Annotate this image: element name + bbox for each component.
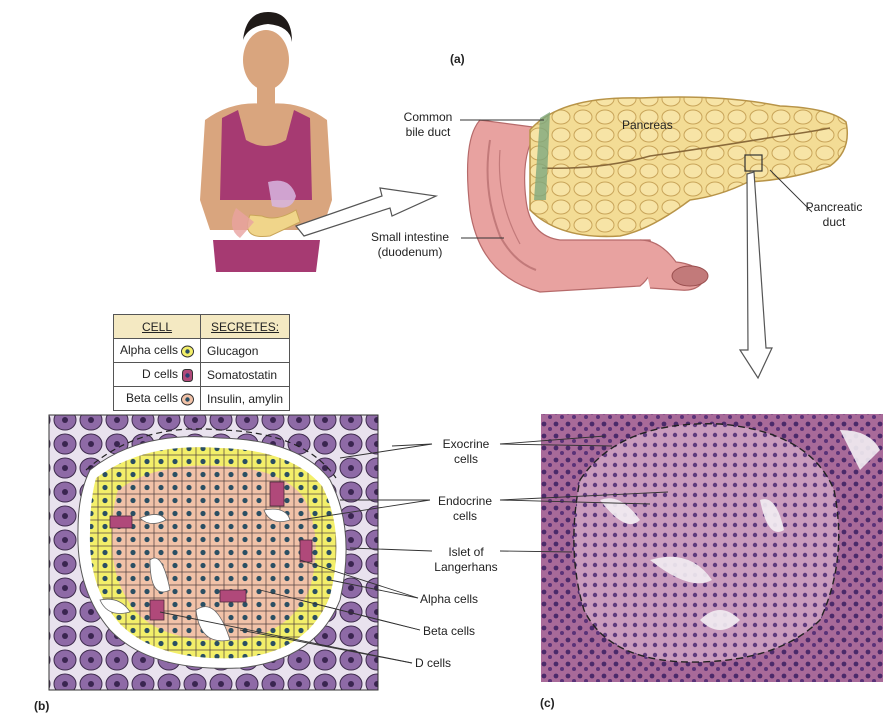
- islet-illustration: [49, 415, 378, 690]
- micrograph: [541, 414, 883, 682]
- label-alpha-cells: Alpha cells: [420, 592, 478, 607]
- cell-secretion-table: CELL SECRETES: Alpha cells Glucagon D ce…: [113, 314, 290, 411]
- label-pancreas: Pancreas: [622, 118, 673, 133]
- panel-label-a: (a): [450, 52, 465, 66]
- beta-cell-icon: [181, 393, 194, 406]
- table-row: Beta cells Insulin, amylin: [114, 387, 290, 411]
- label-endocrine-cells: Endocrinecells: [430, 494, 500, 524]
- label-common-bile-duct: Commonbile duct: [396, 110, 460, 140]
- table-cell-name: D cells: [142, 367, 178, 381]
- table-row: Alpha cells Glucagon: [114, 339, 290, 363]
- label-islet-of-langerhans: Islet ofLangerhans: [430, 545, 502, 575]
- table-cell-secretes: Insulin, amylin: [201, 387, 290, 411]
- panel-label-b: (b): [34, 699, 49, 713]
- label-beta-cells: Beta cells: [423, 624, 475, 639]
- panel-label-c: (c): [540, 696, 555, 710]
- table-cell-name: Beta cells: [126, 391, 178, 405]
- alpha-cell-icon: [181, 345, 194, 358]
- table-header-cell: CELL: [114, 315, 201, 339]
- label-small-intestine: Small intestine(duodenum): [360, 230, 460, 260]
- table-cell-secretes: Glucagon: [201, 339, 290, 363]
- zoom-arrow: [740, 172, 772, 378]
- table-cell-name: Alpha cells: [120, 343, 178, 357]
- d-cell-icon: [181, 369, 194, 382]
- table-row: D cells Somatostatin: [114, 363, 290, 387]
- label-d-cells: D cells: [415, 656, 451, 671]
- pancreas-shape: [530, 97, 847, 236]
- table-header-secretes: SECRETES:: [201, 315, 290, 339]
- label-pancreatic-duct: Pancreaticduct: [804, 200, 864, 230]
- label-exocrine-cells: Exocrinecells: [432, 437, 500, 467]
- table-cell-secretes: Somatostatin: [201, 363, 290, 387]
